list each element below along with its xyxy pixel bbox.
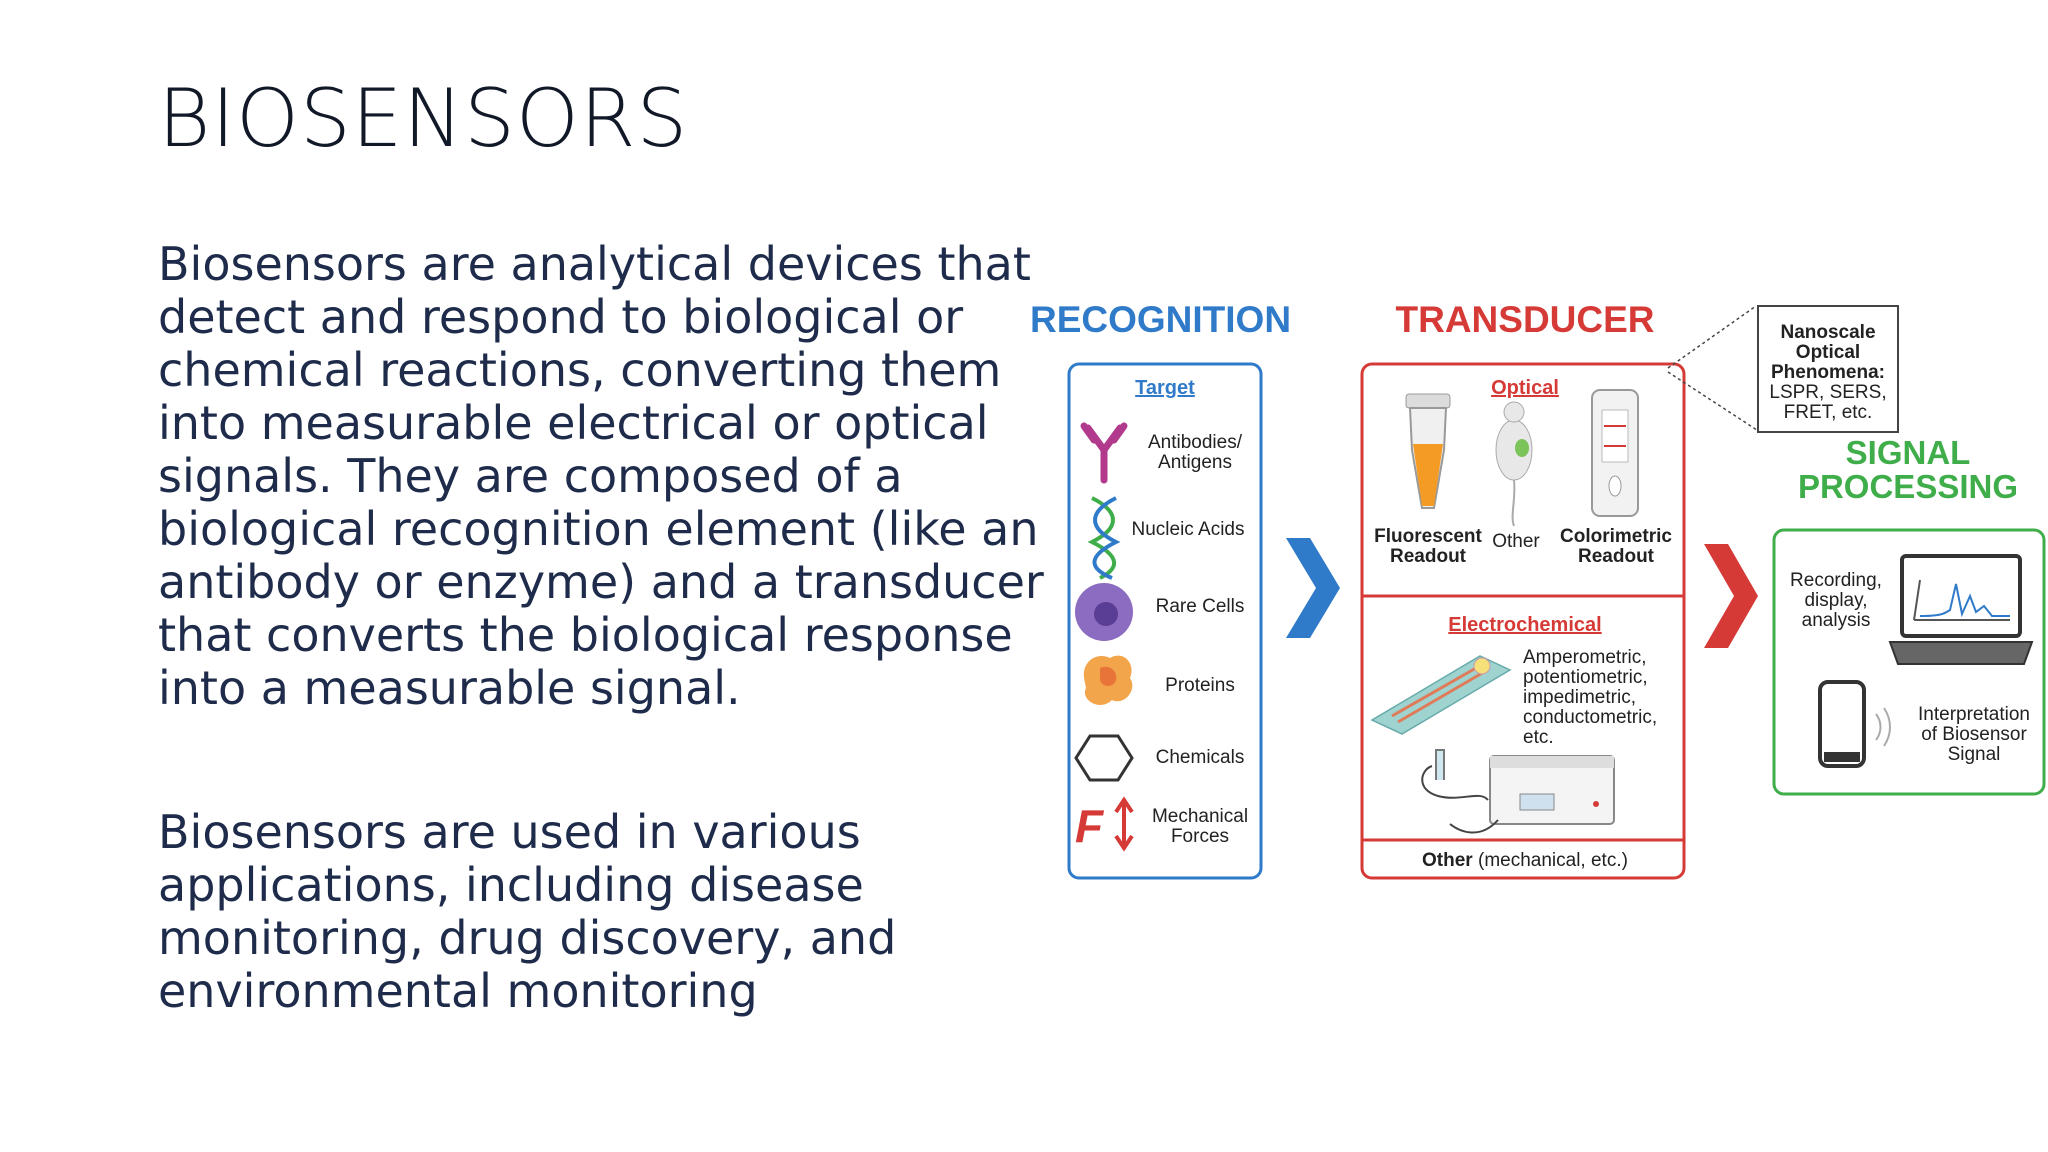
recording-line-2: display, — [1804, 590, 1867, 611]
test-strip-icon — [1591, 389, 1639, 517]
recognition-header: RECOGNITION — [1030, 299, 1291, 340]
electrochem-line-4: conductometric, — [1523, 707, 1657, 728]
force-icon: F — [1075, 796, 1134, 852]
electrode-strip-icon — [1370, 655, 1512, 735]
chemicals-label: Chemicals — [1156, 747, 1245, 768]
mouse-icon — [1495, 401, 1533, 527]
nanoscale-line-4: LSPR, SERS, — [1769, 382, 1886, 403]
fluorescent-label: Fluorescent — [1374, 526, 1482, 547]
antigens-label: Antigens — [1158, 452, 1232, 473]
test-tube-icon — [1405, 393, 1451, 509]
antibody-icon — [1080, 422, 1128, 484]
antibodies-label: Antibodies/ — [1148, 432, 1243, 453]
recognition-panel — [1067, 362, 1263, 880]
optical-section-label: Optical — [1491, 377, 1559, 399]
other-transducer-label: Other (mechanical, etc.) — [1422, 850, 1628, 871]
electrochem-line-3: impedimetric, — [1523, 687, 1636, 708]
electrochem-line-1: Amperometric, — [1523, 647, 1647, 668]
nanoscale-line-3: Phenomena: — [1771, 362, 1885, 383]
other-optical-label: Other — [1492, 531, 1540, 552]
cell-icon — [1075, 583, 1133, 641]
proteins-label: Proteins — [1165, 675, 1235, 696]
forces-label: Forces — [1171, 826, 1229, 847]
nanoscale-callout — [1757, 305, 1899, 433]
electrochemical-section-label: Electrochemical — [1448, 614, 1601, 636]
dna-icon — [1087, 496, 1121, 580]
slide-title: BIOSENSORS — [158, 72, 689, 165]
nucleic-acids-label: Nucleic Acids — [1132, 519, 1245, 540]
rare-cells-label: Rare Cells — [1156, 596, 1245, 617]
chevron-right-icon — [1286, 538, 1340, 638]
colorimetric-readout-label: Readout — [1578, 546, 1655, 567]
nanoscale-line-1: Nanoscale — [1780, 322, 1875, 343]
paragraph-applications: Biosensors are used in various applicati… — [158, 805, 897, 1018]
nanoscale-line-2: Optical — [1796, 342, 1860, 363]
electrochem-line-2: potentiometric, — [1523, 667, 1648, 688]
target-section-label: Target — [1135, 377, 1195, 399]
colorimetric-label: Colorimetric — [1560, 526, 1672, 547]
interpretation-line-3: Signal — [1948, 744, 2001, 765]
recording-line-3: analysis — [1802, 610, 1871, 631]
svg-text:F: F — [1075, 800, 1105, 852]
fluorescent-readout-label: Readout — [1390, 546, 1467, 567]
protein-icon — [1083, 655, 1133, 705]
interpretation-line-2: of Biosensor — [1921, 724, 2027, 745]
interpretation-line-1: Interpretation — [1918, 704, 2030, 725]
potentiostat-icon — [1421, 749, 1615, 834]
hexagon-icon — [1074, 734, 1134, 782]
biosensor-diagram: RECOGNITION Target Antibodies/ Antigens … — [1020, 280, 2048, 900]
signal-header-line-2: PROCESSING — [1798, 468, 2018, 505]
mechanical-label: Mechanical — [1152, 806, 1248, 827]
laptop-icon — [1888, 554, 2034, 665]
signal-header-line-1: SIGNAL — [1846, 434, 1971, 471]
recording-line-1: Recording, — [1790, 570, 1882, 591]
paragraph-definition: Biosensors are analytical devices that d… — [158, 237, 1044, 715]
nanoscale-line-5: FRET, etc. — [1784, 402, 1873, 423]
phone-icon — [1818, 680, 1891, 768]
transducer-header: TRANSDUCER — [1396, 299, 1655, 340]
chevron-right-icon — [1704, 544, 1758, 648]
electrochem-line-5: etc. — [1523, 727, 1554, 748]
